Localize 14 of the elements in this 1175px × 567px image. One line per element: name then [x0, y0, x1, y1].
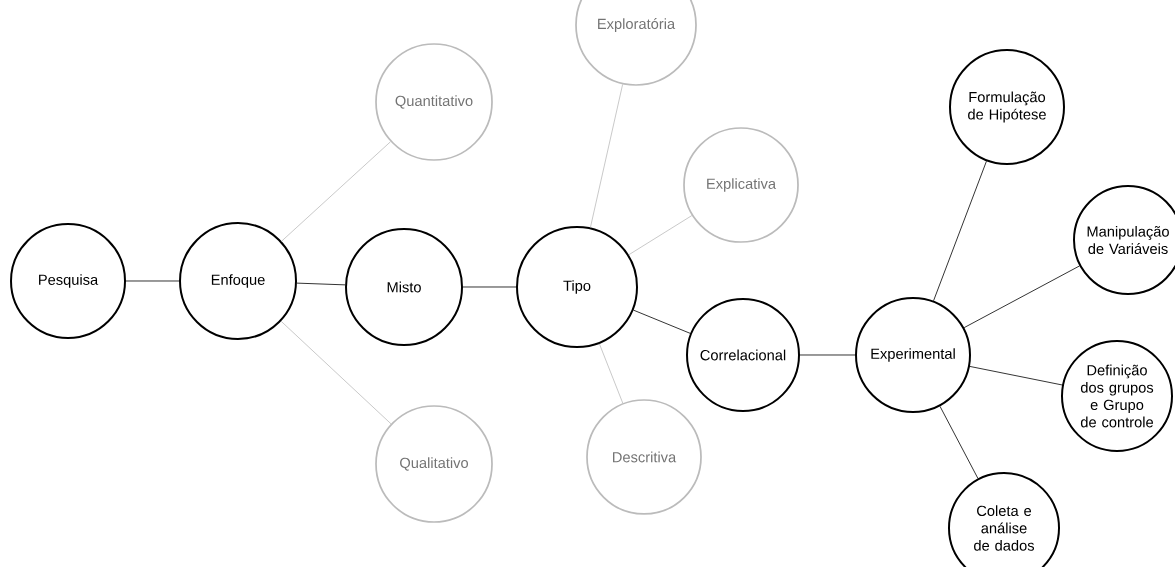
connector-line [933, 160, 987, 302]
connector-line [281, 141, 391, 242]
connector-line [280, 320, 392, 425]
connector-line [462, 286, 517, 288]
connector-line [125, 280, 180, 282]
connector-line [633, 309, 691, 334]
connector-line [963, 265, 1080, 329]
connector-line [296, 282, 346, 286]
connector-line [590, 83, 624, 228]
connector-line [939, 405, 979, 479]
connector-line [598, 343, 624, 404]
connector-line [969, 366, 1063, 386]
connector-line [628, 215, 693, 256]
connector-line [799, 354, 856, 356]
